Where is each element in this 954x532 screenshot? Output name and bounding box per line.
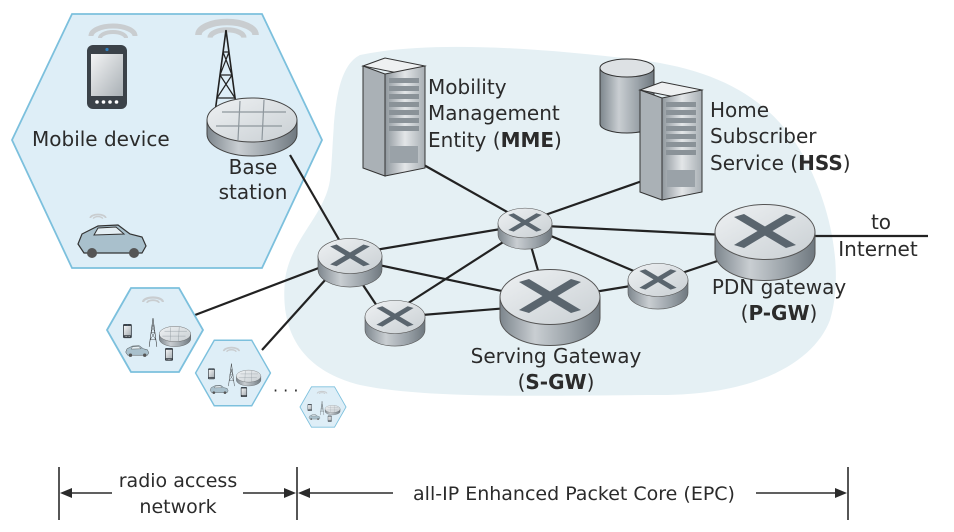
- hss-label: Service (HSS): [710, 151, 851, 175]
- mini-radio-cell[interactable]: [300, 387, 346, 427]
- mme-label: Entity (MME): [428, 128, 562, 152]
- pdn-gateway-label: (P-GW): [741, 301, 818, 325]
- mini-radio-cell[interactable]: [107, 288, 203, 372]
- hss-server-icon: [639, 81, 703, 201]
- internet-label: to: [871, 210, 891, 234]
- extent-markers: [58, 467, 849, 520]
- hss-label: Home: [710, 98, 769, 122]
- mme-label: Mobility: [428, 75, 507, 99]
- router-left[interactable]: [318, 238, 382, 287]
- router-top[interactable]: [498, 208, 552, 249]
- ran-extent-label: network: [139, 496, 216, 518]
- mme-label: Management: [428, 101, 560, 125]
- base-station-label: station: [219, 180, 288, 204]
- serving-gateway-label: (S-GW): [518, 370, 595, 394]
- pdn-gateway-router[interactable]: [715, 205, 815, 281]
- serving-gateway-router[interactable]: [500, 270, 600, 346]
- router-right[interactable]: [628, 264, 688, 310]
- mini-radio-cell[interactable]: [196, 340, 271, 406]
- serving-gateway-label: Serving Gateway: [471, 344, 642, 368]
- pdn-gateway-label: PDN gateway: [712, 275, 846, 299]
- smartphone-icon[interactable]: [87, 45, 127, 109]
- mme-server-icon: [362, 57, 426, 177]
- hss-label: Subscriber: [710, 124, 817, 148]
- base-station-icon[interactable]: [206, 97, 298, 157]
- ran-extent-label: radio access: [119, 470, 237, 492]
- base-station-label: Base: [229, 155, 278, 179]
- router-bottom-left[interactable]: [365, 301, 425, 347]
- epc-extent-label: all-IP Enhanced Packet Core (EPC): [413, 483, 735, 505]
- internet-label: Internet: [838, 237, 918, 261]
- mobile-device-label: Mobile device: [32, 127, 170, 151]
- ellipsis: · · ·: [273, 381, 298, 400]
